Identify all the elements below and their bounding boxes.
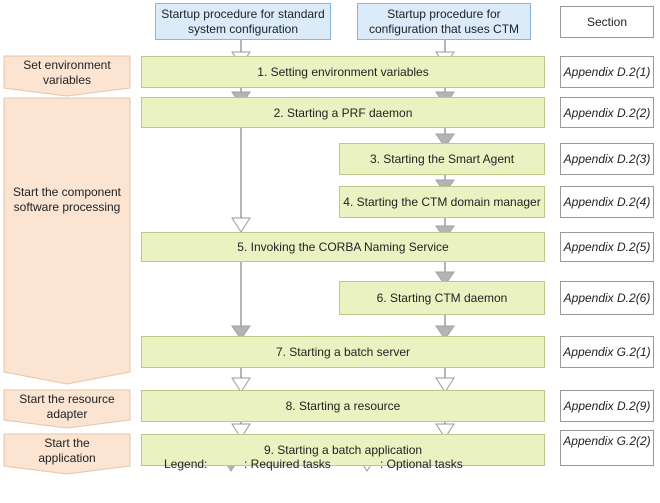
- optional-arrow-icon: [231, 217, 251, 233]
- header-ctm: Startup procedure for configuration that…: [357, 3, 531, 40]
- phase-label-resource: Start the resource adapter: [19, 392, 115, 421]
- section-ref-2: Appendix D.2(2): [560, 97, 654, 128]
- section-ref-1: Appendix D.2(1): [560, 56, 654, 88]
- header-standard: Startup procedure for standard system co…: [155, 3, 331, 40]
- legend: Legend: : Required tasks : Optional task…: [164, 454, 463, 474]
- step-4: 4. Starting the CTM domain manager: [339, 186, 545, 218]
- optional-arrow-icon: [435, 423, 455, 439]
- step-6: 6. Starting CTM daemon: [339, 281, 545, 315]
- header-section: Section: [560, 6, 654, 38]
- legend-title: Legend:: [164, 457, 208, 471]
- phase-label-env: Set environment variables: [23, 58, 111, 87]
- step-2: 2. Starting a PRF daemon: [141, 97, 545, 128]
- phase-shape-env: [3, 55, 131, 97]
- section-ref-5: Appendix D.2(5): [560, 232, 654, 262]
- section-ref-6: Appendix D.2(6): [560, 281, 654, 315]
- optional-arrow-icon: [231, 377, 251, 393]
- step-7: 7. Starting a batch server: [141, 336, 545, 368]
- phase-label-component: Start the component software processing: [12, 185, 122, 214]
- step-8: 8. Starting a resource: [141, 390, 545, 422]
- section-ref-8: Appendix D.2(9): [560, 390, 654, 422]
- legend-required-label: : Required tasks: [244, 457, 331, 471]
- step-5: 5. Invoking the CORBA Naming Service: [141, 232, 545, 262]
- required-arrow-icon: [435, 325, 455, 340]
- optional-arrow-icon: [231, 423, 251, 439]
- required-arrow-icon: [231, 325, 251, 340]
- section-ref-4: Appendix D.2(4): [560, 186, 654, 218]
- legend-optional-label: : Optional tasks: [380, 457, 463, 471]
- phase-label-application: Start the application: [38, 436, 96, 465]
- step-1: 1. Setting environment variables: [141, 56, 545, 88]
- phase-shape-application: [3, 433, 131, 475]
- optional-arrow-icon: [435, 377, 455, 393]
- section-ref-3: Appendix D.2(3): [560, 143, 654, 175]
- required-arrow-icon: [435, 271, 455, 286]
- step-9: 9. Starting a batch application: [141, 434, 545, 466]
- section-ref-7: Appendix G.2(1): [560, 336, 654, 368]
- required-arrow-icon: [435, 133, 455, 148]
- phase-shape-component: [3, 97, 131, 385]
- step-3: 3. Starting the Smart Agent: [339, 143, 545, 175]
- section-ref-9: Appendix G.2(2): [560, 430, 654, 466]
- phase-shape-resource: [3, 389, 131, 429]
